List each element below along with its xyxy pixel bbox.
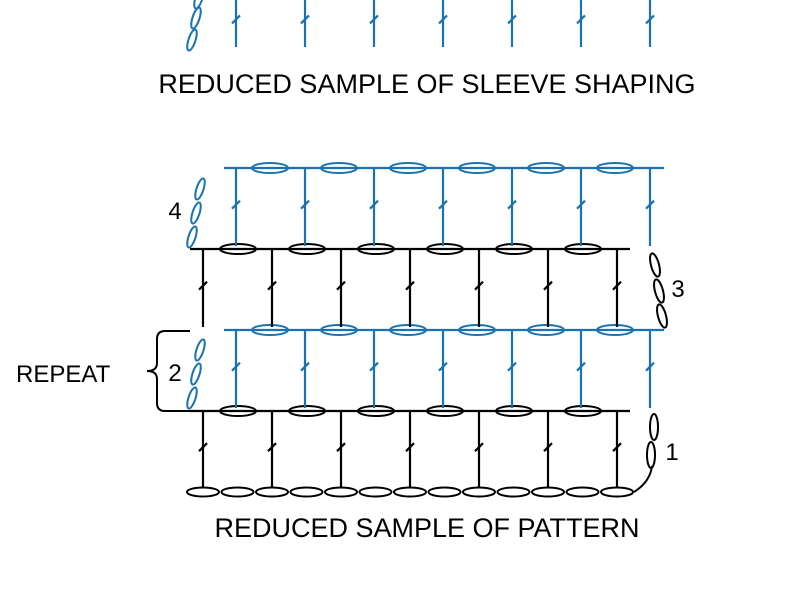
double-crochet-tick — [507, 14, 517, 25]
chain-stitch — [186, 486, 220, 498]
chain-stitch — [190, 362, 202, 386]
chain-stitch — [527, 162, 565, 174]
double-crochet-tick — [576, 199, 586, 210]
double-crochet-tick — [198, 442, 208, 452]
double-crochet-tick — [576, 361, 586, 372]
double-crochet-tick — [543, 442, 553, 452]
double-crochet-tick — [438, 199, 448, 210]
chain-stitch — [458, 162, 496, 174]
double-crochet-tick — [231, 14, 241, 25]
double-crochet-tick — [369, 199, 379, 210]
chain-stitch — [357, 405, 395, 417]
row-label-4: 4 — [168, 198, 181, 225]
double-crochet-tick — [267, 442, 277, 452]
double-crochet-tick — [576, 14, 586, 25]
chain-stitch — [288, 405, 326, 417]
double-crochet-tick — [612, 280, 622, 291]
chain-stitch — [564, 405, 602, 417]
chain-stitch — [320, 324, 358, 336]
chain-stitch — [426, 243, 464, 255]
double-crochet-tick — [300, 361, 310, 372]
turning-chain-link — [633, 465, 653, 493]
chain-stitch — [190, 201, 202, 225]
chain-stitch — [653, 278, 665, 304]
pattern-sample — [186, 162, 668, 498]
double-crochet-tick — [336, 442, 346, 452]
repeat-label: REPEAT — [16, 361, 111, 388]
double-crochet-tick — [405, 442, 415, 452]
chain-stitch — [289, 486, 324, 498]
chain-stitch — [357, 243, 395, 255]
chain-stitch — [495, 405, 533, 417]
double-crochet-tick — [645, 361, 655, 372]
chain-stitch — [255, 486, 289, 498]
double-crochet-tick — [438, 361, 448, 372]
chain-stitch — [194, 177, 206, 201]
chain-stitch — [190, 6, 202, 30]
chain-stitch — [186, 28, 198, 52]
double-crochet-tick — [336, 280, 346, 291]
chain-stitch — [564, 243, 602, 255]
chain-stitch — [251, 162, 289, 174]
chain-stitch — [186, 225, 198, 249]
double-crochet-tick — [474, 442, 484, 452]
chain-stitch — [496, 486, 531, 498]
pattern-caption: REDUCED SAMPLE OF PATTERN — [214, 513, 639, 543]
double-crochet-tick — [267, 280, 277, 291]
double-crochet-tick — [198, 280, 208, 291]
chain-stitch — [186, 386, 198, 410]
chain-stitch — [427, 486, 462, 498]
chain-stitch — [193, 0, 205, 10]
chain-stitch — [393, 486, 427, 498]
chain-stitch — [389, 162, 427, 174]
chain-stitch — [194, 338, 206, 362]
double-crochet-tick — [612, 442, 622, 452]
row-label-2: 2 — [168, 360, 181, 387]
chain-stitch — [389, 324, 427, 336]
double-crochet-tick — [507, 199, 517, 210]
chain-stitch — [531, 486, 565, 498]
chain-stitch — [251, 324, 289, 336]
chain-stitch — [288, 243, 326, 255]
chain-stitch — [324, 486, 358, 498]
chain-stitch — [426, 405, 464, 417]
double-crochet-tick — [543, 280, 553, 291]
chain-stitch — [358, 486, 393, 498]
double-crochet-tick — [231, 199, 241, 210]
repeat-brace — [146, 330, 190, 412]
chain-stitch — [495, 243, 533, 255]
chain-stitch — [649, 413, 659, 441]
double-crochet-tick — [645, 14, 655, 25]
double-crochet-tick — [300, 14, 310, 25]
row-label-3: 3 — [671, 276, 684, 303]
chain-stitch — [565, 486, 600, 498]
chain-stitch — [527, 324, 565, 336]
double-crochet-tick — [438, 14, 448, 25]
chain-stitch — [600, 486, 634, 498]
double-crochet-tick — [507, 361, 517, 372]
row-label-1: 1 — [665, 439, 678, 466]
chain-stitch — [458, 324, 496, 336]
sleeve-caption: REDUCED SAMPLE OF SLEEVE SHAPING — [158, 69, 695, 99]
double-crochet-tick — [645, 199, 655, 210]
double-crochet-tick — [474, 280, 484, 291]
chain-stitch — [219, 243, 257, 255]
chain-stitch — [656, 303, 668, 329]
sleeve-shaping-sample — [186, 0, 655, 52]
double-crochet-tick — [405, 280, 415, 291]
chain-stitch — [646, 441, 656, 469]
chain-stitch — [649, 252, 661, 278]
chain-stitch — [462, 486, 496, 498]
chain-stitch — [219, 405, 257, 417]
chain-stitch — [320, 162, 358, 174]
double-crochet-tick — [231, 361, 241, 372]
chain-stitch — [220, 486, 255, 498]
double-crochet-tick — [300, 199, 310, 210]
double-crochet-tick — [369, 361, 379, 372]
chain-stitch — [596, 324, 634, 336]
double-crochet-tick — [369, 14, 379, 25]
chain-stitch — [596, 162, 634, 174]
